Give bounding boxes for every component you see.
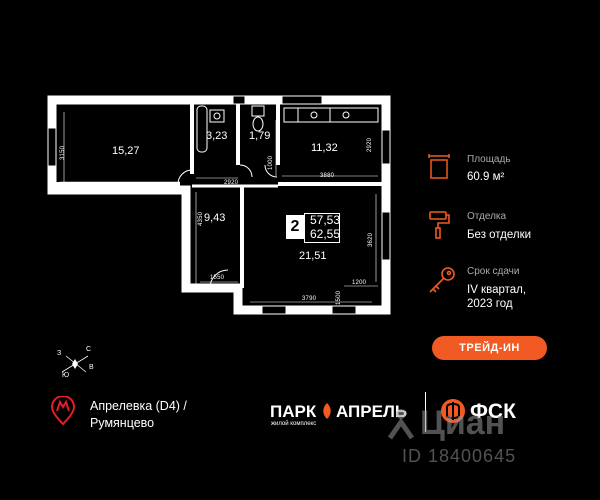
dimension-label: 4960: [118, 185, 133, 191]
paint-roller-icon: [429, 211, 450, 239]
area-icon: [428, 154, 450, 179]
key-icon: [429, 267, 455, 293]
dimension-label: 2920: [367, 137, 373, 152]
area-value: 60.9 м²: [467, 171, 505, 183]
park-brand-left: ПАРК: [270, 402, 317, 421]
room-area-label: 21,51: [299, 250, 327, 262]
cian-logo-icon: [387, 409, 415, 440]
area-label: Площадь: [467, 154, 511, 165]
room-area-label: 11,32: [311, 142, 338, 154]
deadline-line2: 2023 год: [467, 298, 513, 310]
dimension-label: 3620: [368, 232, 374, 247]
rooms-count-badge: 2: [286, 215, 304, 239]
metro-icon: [50, 396, 76, 426]
watermark-name: Циан: [420, 404, 506, 442]
deadline-label: Срок сдачи: [467, 266, 520, 277]
dimension-label: 1500: [336, 290, 342, 305]
compass-icon: [61, 355, 89, 373]
fsk-logo-icon: [441, 399, 465, 423]
total-area: 62,55: [310, 227, 341, 241]
dimension-label: 3880: [320, 173, 335, 179]
area-box: [304, 213, 340, 243]
deadline-line1: IV квартал,: [467, 284, 527, 296]
compass-south: В: [89, 364, 94, 371]
dimension-label: 1550: [210, 275, 225, 281]
dimension-label: 1000: [268, 155, 274, 170]
brand-divider: [425, 392, 426, 432]
dimension-label: 3150: [60, 145, 66, 160]
dimension-label: 3790: [302, 296, 317, 302]
dimension-label: 4350: [198, 211, 204, 226]
fsk-brand: ФСК: [470, 400, 516, 423]
room-area-label: 3,23: [206, 130, 228, 142]
living-area: 57,53: [310, 213, 341, 227]
compass-west: Ю: [62, 372, 70, 379]
finish-label: Отделка: [467, 211, 507, 222]
watermark-id: ID 18400645: [402, 446, 517, 466]
trade-in-button[interactable]: ТРЕЙД-ИН: [432, 336, 547, 360]
park-brand-right: АПРЕЛЬ: [336, 402, 408, 421]
dimension-label: 1200: [352, 280, 367, 286]
metro-line1: Апрелевка (D4) /: [90, 399, 187, 413]
dimension-label: 2920: [224, 180, 239, 186]
park-brand-subtitle: жилой комплекс: [271, 421, 317, 427]
leaf-icon: [323, 403, 331, 419]
metro-line2: Румянцево: [90, 416, 155, 430]
room-area-label: 9,43: [204, 212, 226, 224]
room-area-label: 15,27: [112, 145, 140, 157]
finish-value: Без отделки: [467, 229, 532, 241]
compass-east: С: [86, 346, 92, 353]
room-area-label: 1,79: [249, 130, 271, 142]
compass-north: З: [57, 350, 62, 357]
